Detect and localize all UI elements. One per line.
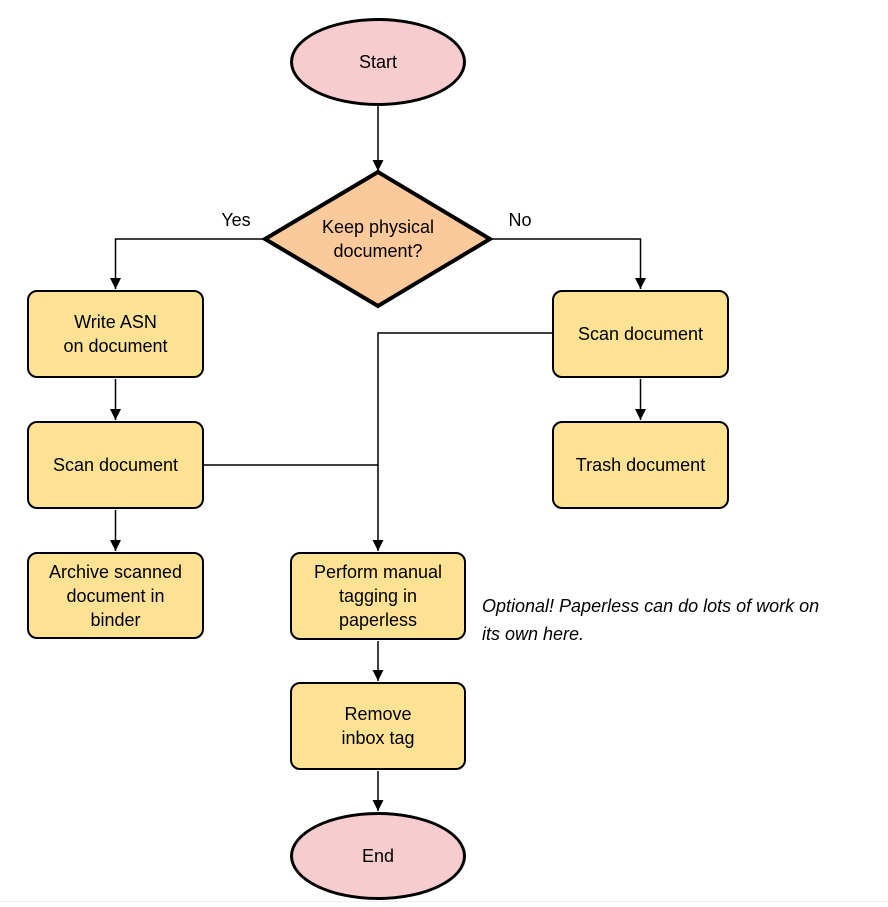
edge-label-yes: Yes bbox=[221, 210, 251, 230]
node-remove-inbox-tag: Remove inbox tag bbox=[290, 682, 466, 770]
edge-decision-yes-to-write-asn bbox=[110, 238, 265, 289]
edge-decision-no-to-scan-right bbox=[490, 238, 646, 289]
node-scan-document-right: Scan document bbox=[552, 290, 729, 378]
edge-label-no: No bbox=[508, 210, 532, 230]
node-start: Start bbox=[290, 18, 466, 106]
bottom-divider bbox=[0, 901, 888, 902]
node-trash-document: Trash document bbox=[552, 421, 729, 509]
node-end: End bbox=[290, 812, 466, 900]
decision-diamond-shape bbox=[261, 169, 494, 309]
optional-note: Optional! Paperless can do lots of work … bbox=[482, 596, 820, 644]
edge-scan-right-to-tagging bbox=[372, 332, 552, 551]
node-scan-document-left: Scan document bbox=[27, 421, 204, 509]
node-manual-tagging: Perform manual tagging in paperless bbox=[290, 552, 466, 640]
node-archive-scanned: Archive scanned document in binder bbox=[27, 552, 204, 639]
node-decision-label: Keep physical document? bbox=[321, 217, 435, 261]
node-write-asn: Write ASN on document bbox=[27, 290, 204, 378]
